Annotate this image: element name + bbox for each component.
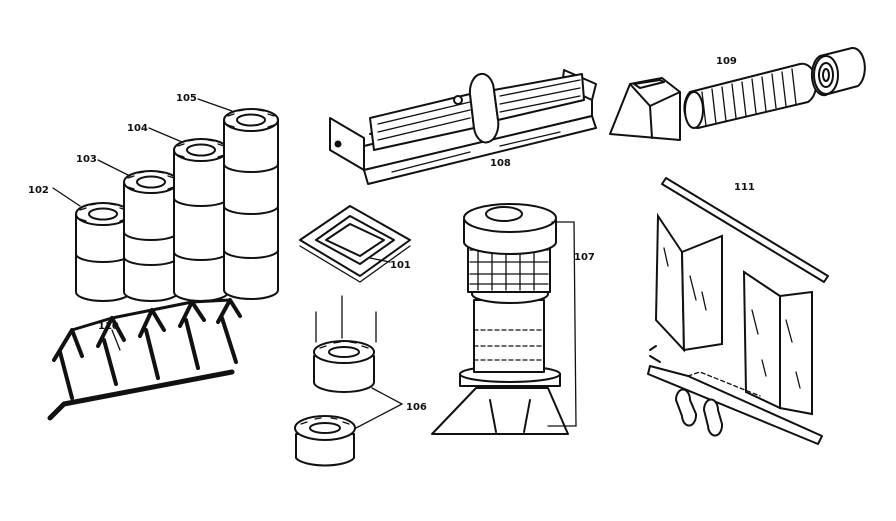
leader-101	[369, 257, 391, 263]
part-111-glass-doors	[647, 177, 829, 445]
part-110-grate	[47, 298, 242, 421]
leader-105	[197, 98, 233, 112]
part-106-fire-rings	[294, 295, 377, 467]
leader-103	[97, 159, 131, 177]
label-104: 104	[127, 123, 148, 134]
label-106: 106	[406, 402, 427, 413]
label-105: 105	[176, 93, 197, 104]
part-109-vent-kit	[609, 46, 866, 141]
label-107: 107	[574, 252, 595, 263]
part-104-log-stack	[173, 138, 229, 302]
part-105-log-stack	[223, 108, 279, 300]
part-107-chimney	[431, 203, 569, 435]
part-102-log-stack	[75, 202, 131, 302]
label-103: 103	[76, 154, 97, 165]
label-101: 101	[390, 260, 411, 271]
label-110: 110	[98, 321, 119, 332]
label-109: 109	[716, 56, 737, 67]
leader-106	[355, 387, 404, 429]
leader-102	[52, 187, 81, 207]
label-102: 102	[28, 185, 49, 196]
label-108: 108	[490, 158, 511, 169]
leader-110	[111, 329, 121, 351]
part-101-base-plate	[299, 205, 411, 283]
leader-104	[148, 127, 183, 143]
leader-107	[547, 221, 577, 427]
label-111: 111	[734, 182, 755, 193]
part-108-burner	[329, 69, 597, 185]
part-103-log-stack	[123, 170, 179, 302]
